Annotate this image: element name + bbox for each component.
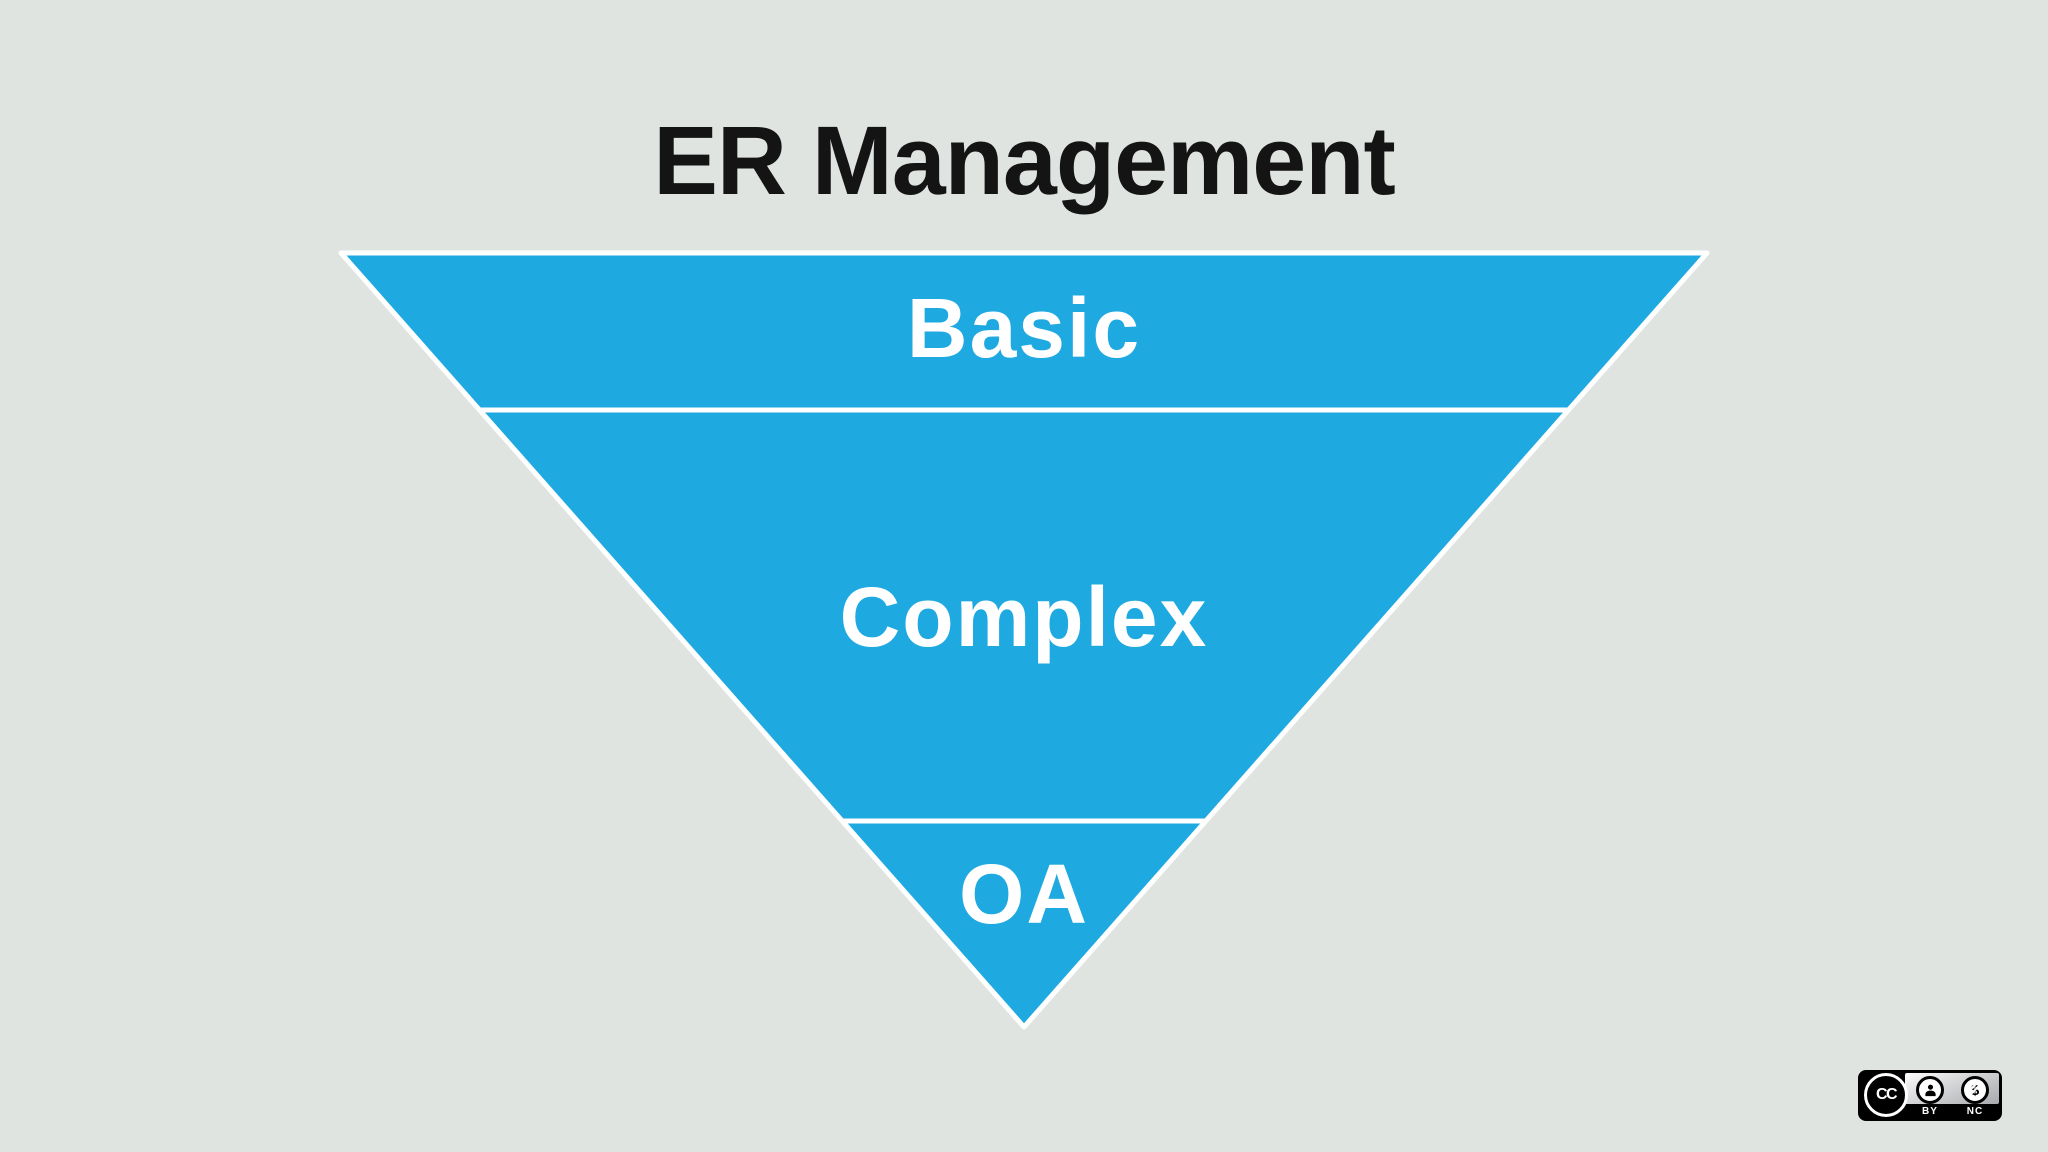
attribution-person-icon [1916,1076,1944,1104]
creative-commons-icon: CC [1864,1073,1908,1117]
slide-title: ER Management [653,106,1395,215]
funnel-level-complex-label: Complex [840,570,1209,664]
inverted-pyramid-diagram: Basic Complex OA [338,250,1710,1030]
funnel-level-oa-label: OA [959,847,1089,941]
cc-nc-label: NC [1966,1106,1984,1117]
funnel-level-basic-label: Basic [907,281,1141,375]
non-commercial-dollar-icon: $ [1961,1076,1989,1104]
person-icon [1924,1084,1936,1096]
cc-logo-text: CC [1875,1086,1898,1103]
cc-license-badge: CC $ BY NC [1858,1070,2002,1121]
cc-license-badge-inner: CC $ BY NC [1861,1073,1999,1118]
funnel-shape [338,250,1710,1030]
cc-by-label: BY [1922,1106,1938,1117]
